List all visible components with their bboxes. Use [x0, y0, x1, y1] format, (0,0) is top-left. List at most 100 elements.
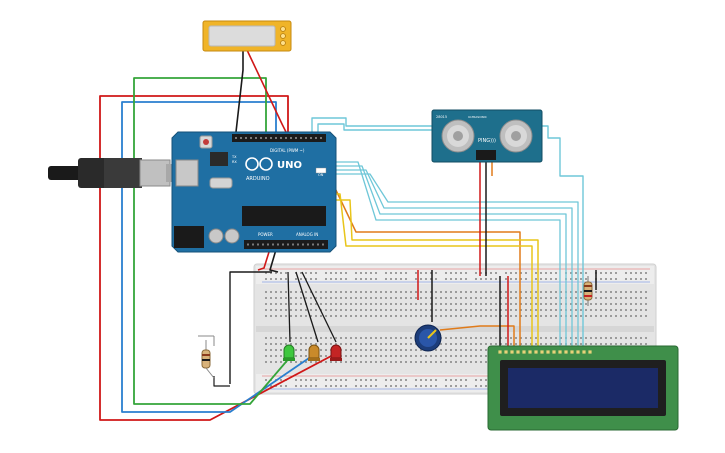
rail-hole	[540, 278, 542, 280]
strip-hole	[510, 303, 512, 305]
strip-hole	[320, 303, 322, 305]
strip-hole	[585, 337, 587, 339]
strip-hole	[295, 355, 297, 357]
strip-hole	[570, 315, 572, 317]
strip-hole	[575, 291, 577, 293]
strip-hole	[340, 315, 342, 317]
strip-hole	[600, 291, 602, 293]
strip-hole	[560, 309, 562, 311]
strip-hole	[360, 355, 362, 357]
strip-hole	[470, 297, 472, 299]
strip-hole	[475, 343, 477, 345]
rail-hole	[490, 278, 492, 280]
strip-hole	[595, 337, 597, 339]
piezo-buzzer[interactable]	[202, 20, 292, 52]
strip-hole	[375, 297, 377, 299]
strip-hole	[545, 343, 547, 345]
strip-hole	[405, 315, 407, 317]
strip-hole	[630, 297, 632, 299]
strip-hole	[460, 355, 462, 357]
strip-hole	[445, 303, 447, 305]
strip-hole	[515, 291, 517, 293]
rail-hole	[395, 385, 397, 387]
strip-hole	[465, 291, 467, 293]
strip-hole	[500, 303, 502, 305]
photoresistor[interactable]	[198, 335, 215, 379]
rail-hole	[465, 278, 467, 280]
arduino-header-pins	[235, 137, 324, 246]
strip-hole	[395, 309, 397, 311]
resistor-right[interactable]	[583, 276, 593, 306]
strip-hole	[315, 303, 317, 305]
strip-hole	[380, 309, 382, 311]
strip-hole	[365, 343, 367, 345]
rail-hole	[630, 278, 632, 280]
lcd-pin	[522, 350, 526, 354]
strip-hole	[405, 361, 407, 363]
strip-hole	[405, 309, 407, 311]
strip-hole	[360, 303, 362, 305]
strip-hole	[640, 315, 642, 317]
strip-hole	[280, 291, 282, 293]
led-green[interactable]	[283, 344, 295, 361]
strip-hole	[490, 309, 492, 311]
strip-hole	[480, 303, 482, 305]
strip-hole	[460, 309, 462, 311]
led-yellow[interactable]	[308, 344, 320, 361]
strip-hole	[335, 309, 337, 311]
strip-hole	[610, 343, 612, 345]
strip-hole	[285, 297, 287, 299]
wire-blue-loop	[121, 101, 313, 413]
strip-hole	[605, 343, 607, 345]
rail-hole	[575, 278, 577, 280]
header-pin	[285, 137, 287, 139]
rail-hole	[325, 385, 327, 387]
strip-hole	[455, 309, 457, 311]
rail-hole	[645, 278, 647, 280]
strip-hole	[335, 291, 337, 293]
rail-hole	[335, 379, 337, 381]
strip-hole	[265, 291, 267, 293]
strip-hole	[350, 361, 352, 363]
rail-hole	[460, 379, 462, 381]
strip-hole	[525, 337, 527, 339]
strip-hole	[375, 309, 377, 311]
strip-hole	[480, 361, 482, 363]
rail-hole	[435, 272, 437, 274]
strip-hole	[550, 343, 552, 345]
usb-cable[interactable]	[48, 158, 180, 188]
strip-hole	[505, 337, 507, 339]
rail-hole	[525, 278, 527, 280]
strip-hole	[350, 337, 352, 339]
rail-hole	[490, 272, 492, 274]
strip-hole	[355, 291, 357, 293]
rail-hole	[425, 278, 427, 280]
strip-hole	[295, 291, 297, 293]
strip-hole	[480, 291, 482, 293]
strip-hole	[300, 349, 302, 351]
ultrasonic-sensor[interactable]: PING))) ULTRASONIC 28015	[431, 109, 543, 163]
strip-hole	[545, 315, 547, 317]
strip-hole	[450, 291, 452, 293]
potentiometer[interactable]	[414, 324, 442, 352]
strip-hole	[495, 343, 497, 345]
arduino-uno-board[interactable]: ARDUINO UNO DIGITAL (PWM ~) POWER ANALOG…	[171, 131, 337, 253]
strip-hole	[605, 303, 607, 305]
strip-hole	[280, 361, 282, 363]
led-red[interactable]	[330, 344, 342, 361]
lcd-display-16x2[interactable]	[487, 345, 679, 431]
lcd-pin	[576, 350, 580, 354]
strip-hole	[290, 303, 292, 305]
strip-hole	[415, 303, 417, 305]
wire-buzzer-gnd	[235, 50, 244, 133]
rail-hole	[570, 272, 572, 274]
rail-hole	[300, 385, 302, 387]
strip-hole	[550, 297, 552, 299]
strip-hole	[465, 309, 467, 311]
rail-hole	[375, 379, 377, 381]
strip-hole	[305, 315, 307, 317]
strip-hole	[435, 309, 437, 311]
rail-hole	[345, 385, 347, 387]
rail-hole	[445, 272, 447, 274]
strip-hole	[415, 361, 417, 363]
